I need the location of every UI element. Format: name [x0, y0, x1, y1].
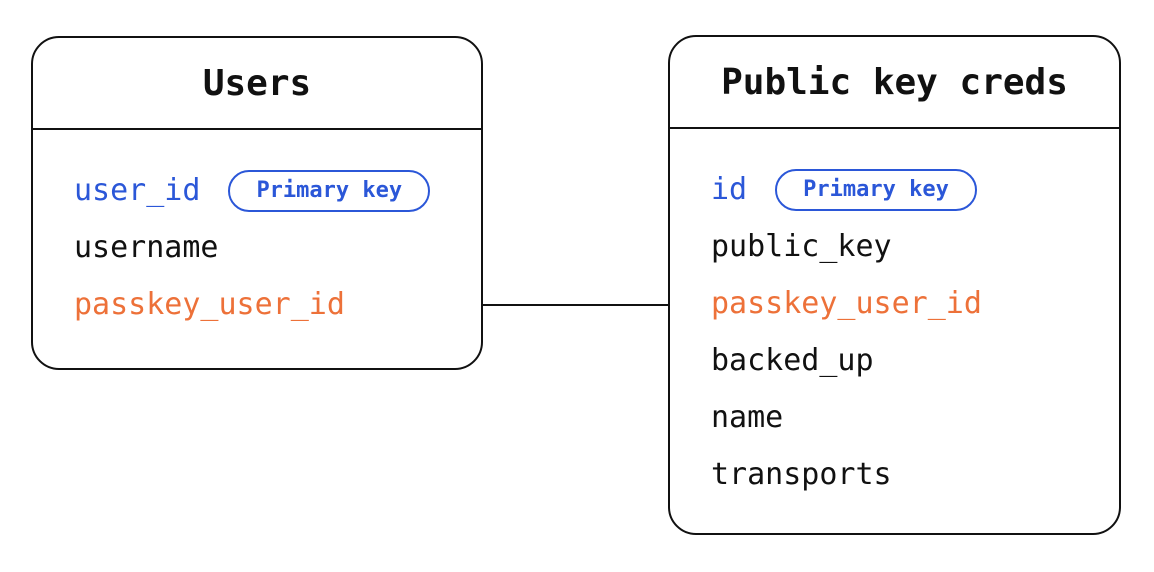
field-name: passkey_user_id — [711, 285, 982, 321]
primary-key-badge: Primary key — [775, 168, 977, 211]
field-row: passkey_user_id — [74, 276, 481, 333]
table-public-key-creds-rows: id Primary key public_key passkey_user_i… — [670, 129, 1119, 503]
table-users-rows: user_id Primary key username passkey_use… — [33, 130, 481, 333]
field-row: name — [711, 389, 1119, 446]
field-name: transports — [711, 456, 892, 492]
table-users-title: Users — [33, 38, 481, 130]
table-public-key-creds-title: Public key creds — [670, 37, 1119, 129]
field-row: passkey_user_id — [711, 275, 1119, 332]
field-name: passkey_user_id — [74, 286, 345, 322]
field-name: user_id — [74, 172, 201, 208]
field-row: user_id Primary key — [74, 162, 481, 219]
field-name: name — [711, 399, 784, 435]
relationship-line — [483, 304, 668, 306]
field-row: transports — [711, 446, 1119, 503]
field-name: backed_up — [711, 342, 874, 378]
field-row: username — [74, 219, 481, 276]
field-name: public_key — [711, 228, 892, 264]
field-row: public_key — [711, 218, 1119, 275]
field-row: id Primary key — [711, 161, 1119, 218]
field-row: backed_up — [711, 332, 1119, 389]
table-users: Users user_id Primary key username passk… — [31, 36, 483, 370]
primary-key-badge: Primary key — [228, 169, 431, 212]
field-name: username — [74, 229, 219, 265]
field-name: id — [711, 171, 748, 207]
table-public-key-creds: Public key creds id Primary key public_k… — [668, 35, 1121, 535]
